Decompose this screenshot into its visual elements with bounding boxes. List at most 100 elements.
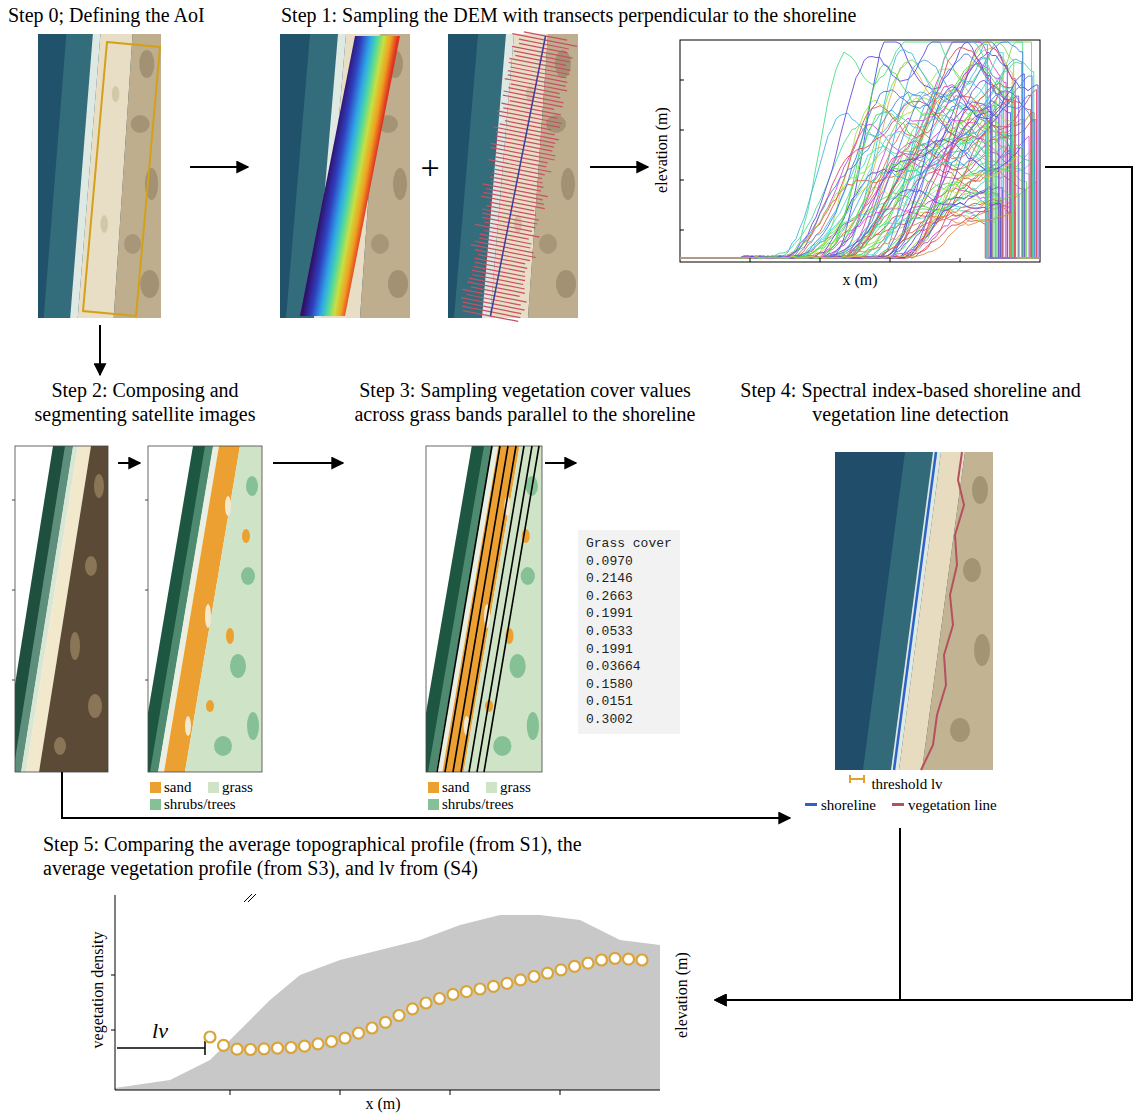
axis-label: elevation (m) [673,952,691,1038]
legend-item: vegetation line [892,797,997,814]
legend-swatch [150,782,161,793]
legend-text: grass [222,779,253,795]
figure-part [111,1030,115,1031]
legend-swatch [486,782,497,793]
vegetation-point [407,1003,418,1014]
figure-part [38,34,161,318]
figure-part [477,446,532,772]
figure-part [922,452,993,770]
step-panel: Step 1: Sampling the DEM with transects … [278,3,1048,303]
table-cell: 0.0970 [586,553,672,571]
axis-label: elevation (m) [653,107,671,193]
vegetation-point [596,955,607,966]
arrow-connector [99,325,101,375]
figure-part [248,894,256,902]
figure-part [145,590,148,591]
arrow-connector [190,166,248,168]
profile-curve [680,139,1040,258]
figure-part [111,894,660,1095]
dimension-label: lv [152,1018,168,1043]
figure-part [138,446,262,772]
profile-curve [680,131,1040,258]
profile-curve [680,112,1040,258]
profile-curve [680,80,1040,258]
figure-part [590,166,648,168]
profile-curve [680,74,1040,258]
figure-part [437,446,539,772]
step-panel: Step 4: Spectral index-based shoreline a… [728,378,1093,825]
step-heading: Step 4: Spectral index-based shoreline a… [728,378,1093,426]
figure-part [115,915,660,1090]
figure-part [950,718,970,742]
profile-curve [680,42,1040,258]
arrow-connector [715,167,1132,1000]
figure-part [426,446,542,772]
figure-part [300,36,400,316]
arrow-connector [62,772,790,818]
figure-part [849,775,851,783]
figure-part [680,180,684,181]
legend-text: sand [164,779,192,795]
table-cell: 0.1580 [586,676,672,694]
step-heading: Step 5: Comparing the average topographi… [40,832,636,880]
figure-part [280,34,410,318]
step-heading: Step 2: Composing and segmenting satelli… [10,378,280,426]
figure-part [680,42,1040,258]
figure-part [680,130,684,131]
figure-part [680,230,684,231]
figure-part [972,476,988,504]
figure-part [835,452,993,770]
vegetation-point [623,954,634,965]
table-cell: 0.1991 [586,641,672,659]
legend-item: sand [428,779,470,796]
figure-part [750,258,751,262]
figure-part [115,1090,660,1091]
vegetation-point [475,984,486,995]
legend-swatch [428,782,439,793]
vegetation-point [637,955,648,966]
legend-text: shrubs/trees [442,796,514,812]
profile-curve [680,42,1040,258]
vegetation-point [394,1010,405,1021]
axis-label: vegetation density [89,932,107,1049]
step-heading: Step 0; Defining the AoI [5,3,255,27]
profile-curve [680,183,1040,258]
profile-curve [680,42,1040,258]
vegetation-point [556,964,567,975]
profile-curve [680,47,1040,258]
figure-part [960,258,961,262]
figure-part [12,590,15,591]
figure-part [230,1090,231,1095]
vegetation-point [340,1033,351,1044]
figure-part [545,462,576,464]
legend-text: grass [500,779,531,795]
profile-curve [680,157,1040,258]
profile-curve [680,42,1040,258]
profile-curve [680,42,1040,258]
legend-swatch [150,799,161,810]
vegetation-point [232,1044,243,1055]
profile-curve [680,42,1040,258]
figure-part [145,680,148,681]
figure-part [12,500,148,680]
figure-part [15,446,108,772]
figure-part [117,1047,205,1049]
legend-item: shrubs/trees [150,796,236,813]
figure-part [205,953,648,1055]
figure-part [461,32,577,322]
profile-curve [680,42,1040,258]
figure-part [469,446,524,772]
profile-curve [680,168,1040,258]
vegetation-point [380,1017,391,1028]
table-cell: 0.0151 [586,693,672,711]
vegetation-point [461,986,472,997]
vegetation-point [326,1036,337,1047]
baseline [491,36,546,316]
figure-part [820,258,821,262]
figure-part [111,975,115,976]
vegetation-point [569,961,580,972]
figure-part [416,446,542,772]
vegetation-point [218,1040,229,1051]
figure-part [963,558,981,582]
vegetation-point [313,1038,324,1049]
